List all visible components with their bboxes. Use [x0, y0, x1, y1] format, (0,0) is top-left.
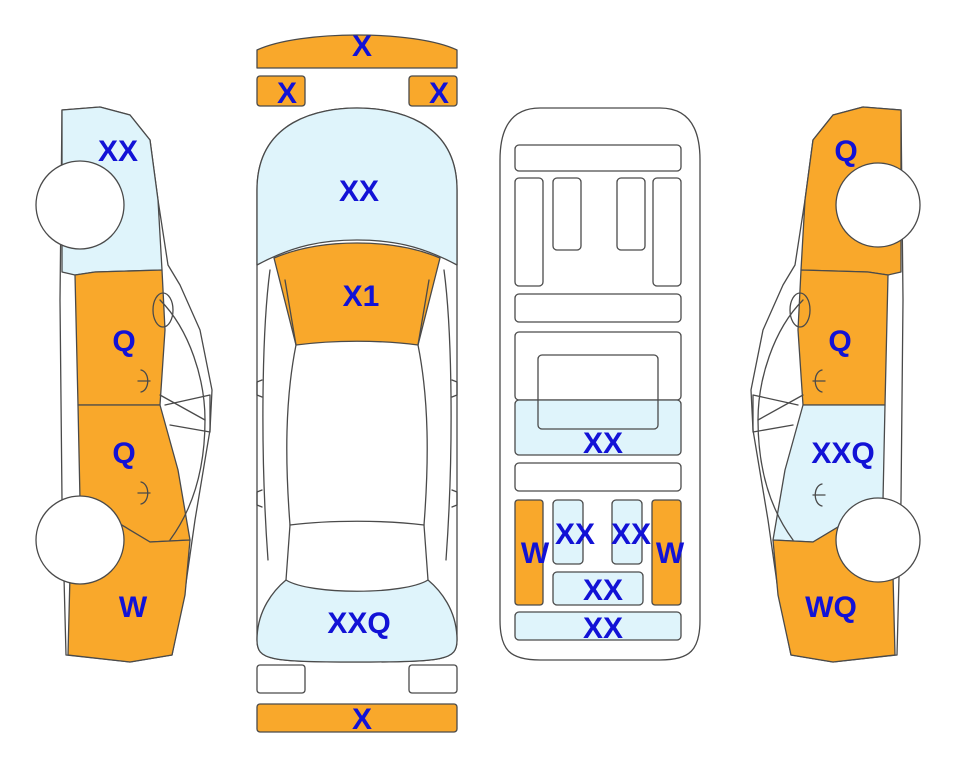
windshield[interactable] — [273, 242, 441, 346]
hood[interactable] — [256, 107, 458, 266]
headlight-left[interactable] — [256, 75, 306, 107]
floor-rear-cross-lower[interactable] — [514, 611, 682, 641]
floor-rear-cross-upper-label: XX — [583, 574, 623, 607]
left-rear-handle-icon — [137, 481, 151, 505]
headlight-left-label: X — [277, 77, 297, 110]
floor-rear-rail-left-label: W — [521, 537, 550, 570]
floor-rear-rail-right[interactable] — [651, 499, 682, 606]
rear-bumper[interactable] — [256, 703, 458, 733]
left-mirror-icon — [152, 292, 174, 328]
left-rear-door-label: Q — [112, 437, 135, 470]
headlight-right[interactable] — [408, 75, 458, 107]
windshield-label: X1 — [343, 280, 380, 313]
left-front-handle-icon — [137, 369, 151, 393]
floor-view: XX W XX XX W XX XX — [499, 107, 701, 661]
right-rear-door-label: XXQ — [811, 437, 874, 470]
right-front-door-label: Q — [828, 325, 851, 358]
left-side-view: XX Q Q W — [35, 106, 213, 663]
floor-mid-panel-label: XX — [583, 427, 623, 460]
floor-inner-right[interactable] — [611, 499, 643, 565]
trunk[interactable] — [256, 579, 458, 663]
right-side-view: Q Q XXQ WQ — [750, 106, 921, 663]
top-view: X X X XX X1 XXQ X — [256, 30, 458, 736]
floor-inner-left-label: XX — [555, 518, 595, 551]
taillight-right[interactable] — [408, 664, 458, 694]
left-fender-front-label: XX — [98, 135, 138, 168]
front-bumper-label: X — [352, 30, 372, 63]
hood-label: XX — [339, 175, 379, 208]
right-front-handle-icon — [812, 369, 826, 393]
taillight-left[interactable] — [256, 664, 306, 694]
front-bumper[interactable] — [256, 34, 458, 69]
floor-rear-cross-upper[interactable] — [552, 571, 644, 606]
floor-inner-right-label: XX — [611, 518, 651, 551]
right-rear-wheel-icon — [835, 497, 921, 583]
floor-mid-panel[interactable] — [514, 399, 682, 456]
right-quarter-rear-label: WQ — [805, 591, 857, 624]
rear-bumper-label: X — [352, 703, 372, 736]
right-rear-handle-icon — [812, 483, 826, 507]
floor-inner-left[interactable] — [552, 499, 584, 565]
right-mirror-icon — [789, 292, 811, 328]
left-front-wheel-icon — [35, 160, 125, 250]
left-front-door-label: Q — [112, 325, 135, 358]
floor-rear-cross-lower-label: XX — [583, 612, 623, 645]
right-fender-front-label: Q — [834, 135, 857, 168]
left-rear-wheel-icon — [35, 495, 125, 585]
left-quarter-rear-label: W — [119, 591, 148, 624]
floor-rear-rail-right-label: W — [656, 537, 685, 570]
trunk-label: XXQ — [327, 607, 390, 640]
floor-rear-rail-left[interactable] — [514, 499, 544, 606]
right-front-wheel-icon — [835, 162, 921, 248]
headlight-right-label: X — [429, 77, 449, 110]
